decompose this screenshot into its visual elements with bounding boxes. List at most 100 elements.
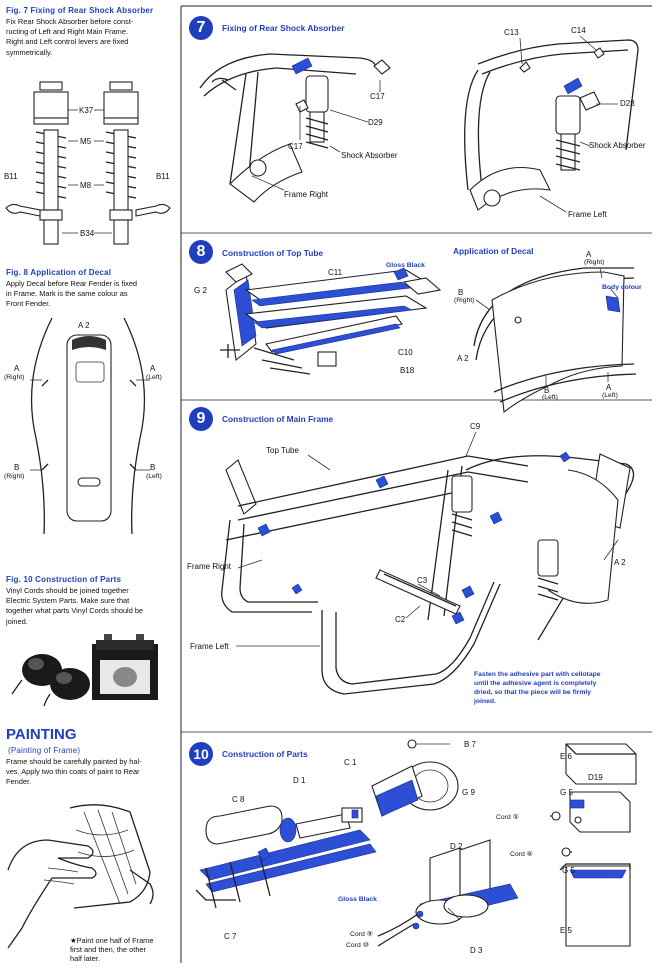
label-a-left-sub: (Left): [146, 374, 162, 381]
label-b34: B34: [80, 229, 95, 238]
painting-note-line: ★Paint one half of Frame: [70, 936, 154, 945]
fig7-shock-absorbers-illustration: [5, 81, 171, 245]
step8-number: 8: [189, 240, 213, 264]
label-cord-10: Cord ⑩: [346, 942, 369, 949]
label-a2-9: A 2: [614, 558, 626, 567]
painting-note-line: first and then, the other: [70, 945, 147, 954]
label-b-right-sub: (Right): [4, 473, 25, 480]
painting-hand-illustration: [7, 804, 154, 949]
fig8-line: in Frame. Mark is the same colour as: [6, 289, 128, 299]
label-b11-right: B11: [156, 172, 170, 181]
label-cord-5: Cord ⑤: [496, 814, 519, 821]
step8-title: Construction of Top Tube: [222, 248, 324, 258]
label-a-right: A: [14, 364, 20, 373]
fig8-line: Apply Decal before Rear Fender is fixed: [6, 279, 138, 288]
fig10-parts-photo: [11, 634, 158, 707]
step9-number: 9: [189, 407, 213, 431]
fig8-line: Front Fender.: [6, 299, 51, 309]
painting-subheading: (Painting of Frame): [8, 746, 81, 755]
step9-adhesive-note: Fasten the adhesive part with cellotape …: [474, 670, 644, 706]
label-e5: E 5: [560, 926, 573, 935]
label-frame-right: Frame Right: [284, 190, 329, 199]
fig10-line: Vinyl Cords should be joined together: [6, 586, 129, 595]
label-b18: B18: [400, 366, 415, 375]
label-c7: C 7: [224, 932, 237, 941]
step7-number: 7: [189, 16, 213, 40]
step7-leaders: [251, 35, 618, 213]
step10-parts-illustration: [195, 739, 637, 947]
label-decal-a-right: A: [586, 250, 592, 259]
label-b-left: B: [150, 463, 156, 472]
fig7-line: symmetrically.: [6, 47, 53, 57]
label-g5-a: G 5: [560, 788, 573, 797]
panel-borders: [180, 5, 652, 963]
label-decal-b-left: B: [544, 386, 550, 395]
label-k37: K37: [79, 106, 94, 115]
step8-top-tube-illustration: [220, 263, 442, 375]
label-a-right-sub: (Right): [4, 374, 25, 381]
fig7-line: Right and Left control levers are fixed: [6, 37, 129, 47]
fig7-description: Fix Rear Shock Absorber before const- ru…: [6, 17, 176, 58]
label-frame-right-9: Frame Right: [187, 562, 232, 571]
label-c13: C13: [504, 28, 519, 37]
fig7-line: Fix Rear Shock Absorber before const-: [6, 17, 134, 26]
label-d3: D 3: [470, 946, 483, 955]
step7-frame-left-illustration: [464, 39, 639, 211]
fig10-line: together what parts Vinyl Cords should b…: [6, 606, 144, 616]
label-m5: M5: [80, 137, 92, 146]
fig8-description: Apply Decal before Rear Fender is fixed …: [6, 279, 176, 310]
fig10-line: joined.: [6, 616, 28, 626]
label-decal-a-left-sub: (Left): [602, 392, 618, 399]
painting-line: Fender.: [6, 777, 32, 787]
label-d19: D19: [588, 773, 603, 782]
painting-note: ★Paint one half of Frame first and then,…: [70, 936, 180, 963]
label-a-left: A: [150, 364, 156, 373]
step9-note-line: until the adhesive agent is completely: [474, 680, 597, 687]
label-c10: C10: [398, 348, 413, 357]
fig7-line: ructing of Left and Right Main Frame.: [6, 27, 129, 37]
step9-main-frame-illustration: [221, 431, 635, 695]
step10-title: Construction of Parts: [222, 749, 308, 759]
step10-number: 10: [189, 742, 213, 766]
label-c8: C 8: [232, 795, 245, 804]
fig10-description: Vinyl Cords should be joined together El…: [6, 586, 178, 627]
label-d28: D28: [620, 99, 635, 108]
label-d29: D29: [368, 118, 383, 127]
label-c2: C2: [395, 615, 406, 624]
label-c11: C11: [328, 268, 343, 277]
label-c17-b: C17: [288, 142, 303, 151]
label-e6: E 6: [560, 752, 573, 761]
label-shock-absorber-1: Shock Absorber: [341, 151, 398, 160]
painting-heading: PAINTING: [6, 726, 77, 743]
label-shock-absorber-2: Shock Absorber: [589, 141, 646, 150]
label-top-tube: Top Tube: [266, 446, 299, 455]
label-b7: B 7: [464, 740, 477, 749]
fig8-caption: Fig. 8 Application of Decal: [6, 268, 112, 277]
label-frame-left-9: Frame Left: [190, 642, 229, 651]
fig8-fender-decal-illustration: [30, 317, 150, 535]
step7-title: Fixing of Rear Shock Absorber: [222, 23, 345, 33]
label-a2: A 2: [78, 321, 90, 330]
step9-note-line: joined.: [474, 698, 496, 705]
fig10-line: Electric System Parts. Make sure that: [6, 596, 130, 606]
label-decal-b-right-sub: (Right): [454, 297, 475, 304]
label-decal-a-left: A: [606, 383, 612, 392]
label-d1: D 1: [293, 776, 306, 785]
label-g5-b: G 5: [562, 866, 575, 875]
label-decal-a-right-sub: (Right): [584, 259, 605, 266]
label-gloss-black-8: Gloss Black: [386, 262, 425, 269]
label-c3: C3: [417, 576, 428, 585]
label-g2: G 2: [194, 286, 207, 295]
painting-description: Frame should be carefully painted by hal…: [6, 757, 178, 788]
label-c9: C9: [470, 422, 481, 431]
label-b-left-sub: (Left): [146, 473, 162, 480]
painting-line: ves. Apply two thin coats of paint to Re…: [6, 767, 140, 777]
painting-note-line: half later.: [70, 954, 100, 963]
fig7-caption: Fig. 7 Fixing of Rear Shock Absorber: [6, 6, 154, 15]
label-b11-left: B11: [4, 172, 18, 181]
label-c14: C14: [571, 26, 586, 35]
step8-fenders-illustration: [473, 267, 637, 414]
label-b-right: B: [14, 463, 20, 472]
label-cord-9: Cord ⑨: [350, 931, 373, 938]
